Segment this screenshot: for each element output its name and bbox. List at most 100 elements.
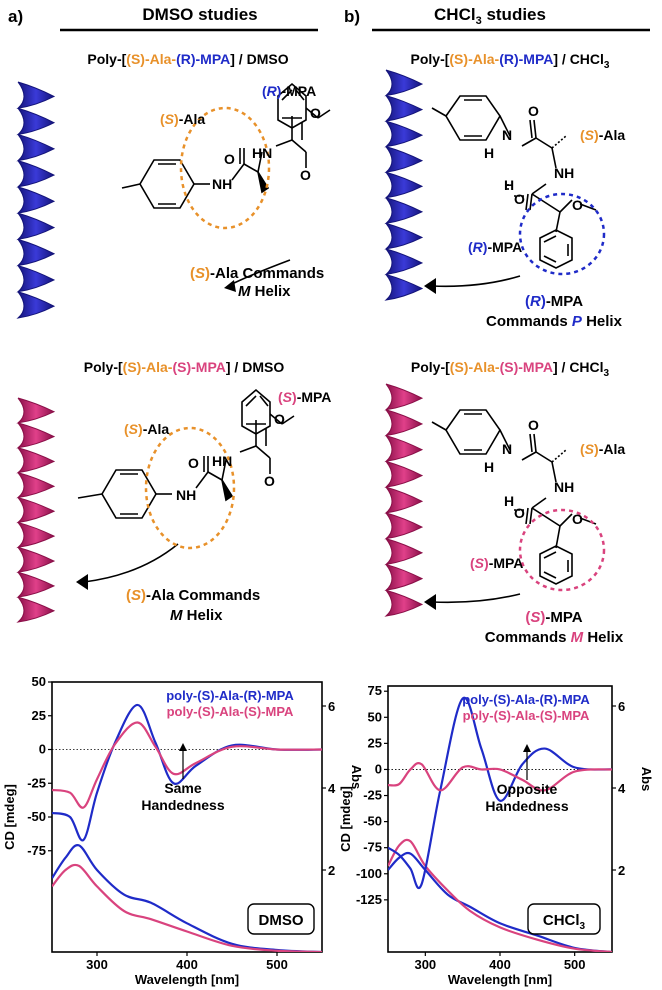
abs-line-1 <box>388 851 612 952</box>
y-axis-label: CD [mdeg] <box>338 786 353 852</box>
y-tick-label: -125 <box>356 892 382 907</box>
command-text-b-bottom: (S)-MPA <box>525 609 582 626</box>
o-label-b-bot-2: O <box>514 505 525 521</box>
m-helix-pink <box>16 397 56 623</box>
annotation-arrow-head <box>179 743 187 751</box>
helix-segment <box>384 589 424 617</box>
annotation-line-1: Same <box>164 780 202 796</box>
panel-a-letter: a) <box>8 7 23 26</box>
annotation-line-1: Opposite <box>497 781 558 797</box>
helix-segment <box>384 460 424 488</box>
carbonyl-o-label-b: O <box>188 455 199 471</box>
helix-segment <box>16 107 56 136</box>
y2-axis-label: Abs <box>349 765 364 790</box>
y2-tick-label: 4 <box>328 781 336 796</box>
y-tick-label: 50 <box>32 674 46 689</box>
command-text-a-top: (S)-Ala Commands <box>190 265 324 282</box>
y-tick-label: 75 <box>368 683 382 698</box>
mpa-label-a-bottom: (S)-MPA <box>278 389 331 405</box>
o-label-b-top: O <box>528 103 539 119</box>
helix-segment <box>384 95 424 122</box>
x-axis-label: Wavelength [nm] <box>448 972 552 987</box>
y-tick-label: -25 <box>27 775 46 790</box>
y-tick-label: -50 <box>27 809 46 824</box>
y-tick-label: -75 <box>363 840 382 855</box>
nh-label: NH <box>212 176 232 192</box>
x-tick-label: 300 <box>414 957 436 972</box>
structure-b-bottom <box>431 409 597 604</box>
panel-a-top-title: Poly-[(S)-Ala-(R)-MPA] / DMSO <box>87 51 288 67</box>
x-tick-label: 400 <box>176 957 198 972</box>
abs-line-2 <box>52 863 322 952</box>
helix-segment <box>384 248 424 276</box>
helix-segment <box>16 265 56 293</box>
annotation-line-2: Handedness <box>141 797 224 813</box>
nh-label-b: NH <box>176 487 196 503</box>
solvent-box <box>527 903 601 935</box>
nh-label-b-bot: NH <box>554 479 574 495</box>
ala-label-a-bottom: (S)-Ala <box>124 421 169 437</box>
n-label-b-bot: N <box>502 441 512 457</box>
y2-tick-label: 2 <box>328 863 335 878</box>
p-helix-blue <box>384 69 424 301</box>
command-text-b-top: (R)-MPA <box>525 293 583 310</box>
helix-segment <box>384 512 424 540</box>
x-tick-label: 300 <box>86 957 108 972</box>
helix-segment <box>384 120 424 148</box>
structure-b-top <box>431 95 597 288</box>
ala-label-a-top: (S)-Ala <box>160 111 205 127</box>
solvent-box-label: DMSO <box>259 912 304 929</box>
y2-axis-label: Abs <box>639 767 654 792</box>
x-axis-label: Wavelength [nm] <box>135 972 239 987</box>
legend-entry-1: poly-(S)-Ala-(R)-MPA <box>166 688 294 703</box>
carbonyl-o-label: O <box>224 151 235 167</box>
y2-tick-label: 2 <box>618 863 625 878</box>
structure-a-top <box>121 82 331 287</box>
y-tick-label: 0 <box>375 761 382 776</box>
helix-segment <box>384 273 424 301</box>
helix-segment <box>384 486 424 514</box>
methoxy-o-b-top: O <box>572 197 583 213</box>
helix-type-a-bottom: M Helix <box>170 607 223 624</box>
panel-b-top-title: Poly-[(S)-Ala-(R)-MPA] / CHCl3 <box>411 51 610 71</box>
helix-segment <box>16 571 56 598</box>
annotation-line-2: Handedness <box>485 798 568 814</box>
y2-tick-label: 6 <box>328 699 335 714</box>
helix-segment <box>16 472 56 499</box>
h-label-b-top: H <box>484 145 494 161</box>
y-tick-label: 50 <box>368 709 382 724</box>
methoxy-o-label-b: O <box>274 411 285 427</box>
annotation-arrow-head <box>523 744 531 752</box>
y-tick-label: -100 <box>356 866 382 881</box>
helix-segment <box>16 546 56 573</box>
legend-entry-2: poly-(S)-Ala-(S)-MPA <box>463 708 590 723</box>
mpa-label-b-bottom: (S)-MPA <box>470 555 523 571</box>
nh-label-b-top: NH <box>554 165 574 181</box>
carbonyl-o-label-2: O <box>300 167 311 183</box>
command-arrow-head-b-bottom <box>424 594 436 610</box>
cd-line-2 <box>52 721 322 809</box>
helix-segment <box>16 212 56 241</box>
helix-segment <box>384 563 424 591</box>
y2-tick-label: 4 <box>618 781 626 796</box>
ala-highlight-circle-a-top <box>179 106 271 230</box>
helix-segment <box>384 222 424 250</box>
helix-type-b-top: Commands P Helix <box>486 313 623 330</box>
y-tick-label: 25 <box>368 735 382 750</box>
helix-segment <box>384 383 424 411</box>
h-label-b-bot-2: H <box>504 493 514 509</box>
y-tick-label: -50 <box>363 814 382 829</box>
panel-a-bottom-title: Poly-[(S)-Ala-(S)-MPA] / DMSO <box>84 359 285 375</box>
mpa-label-b-top: (R)-MPA <box>468 239 522 255</box>
command-arrow-head-b-top <box>424 278 436 294</box>
command-arrow-head-a-bottom <box>76 574 88 590</box>
y-axis-label: CD [mdeg] <box>2 784 17 850</box>
ala-label-b-top: (S)-Ala <box>580 127 625 143</box>
cd-line-1 <box>388 696 612 890</box>
o-label-b-top-2: O <box>514 191 525 207</box>
helix-segment <box>16 238 56 267</box>
panel-b-bottom-title: Poly-[(S)-Ala-(S)-MPA] / CHCl3 <box>411 359 610 379</box>
